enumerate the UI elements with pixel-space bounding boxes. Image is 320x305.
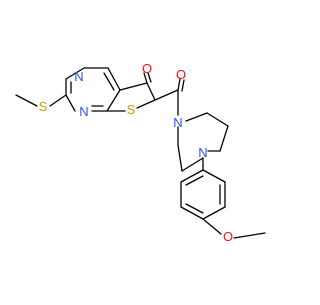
bond [219,125,229,152]
oxygen-label: O [142,61,152,76]
bond [143,72,148,84]
nitrogen-label: N [74,69,83,84]
bond [15,94,38,107]
bond [185,203,204,214]
bond [154,89,179,101]
sulfur-label: S [39,99,48,114]
bond [185,112,208,122]
bond [180,169,204,183]
bond [107,67,121,91]
bond [49,94,67,107]
bond [233,232,266,239]
oxygen-label: O [176,67,186,82]
bond [65,67,85,80]
bond [202,169,226,183]
bond [181,79,185,92]
bond [177,144,183,172]
bond [202,218,222,235]
bonds [15,67,266,239]
bond [206,112,229,127]
bond [180,206,204,220]
oxygen-label: O [223,229,233,244]
bond [177,78,181,91]
nitrogen-label: N [198,145,207,160]
bond [136,99,156,109]
nitrogen-label: N [79,104,88,119]
bond [146,82,156,101]
atom-labels: O O O N N N N S S [39,61,233,244]
bond [202,206,226,220]
nitrogen-label: N [173,115,182,130]
molecule-structure: O O O N N N N S S [15,61,266,244]
bond [185,175,204,186]
bond [147,72,152,83]
bond [119,82,148,91]
sulfur-label: S [127,102,136,117]
structure-canvas: O O O N N N N S S [15,61,266,244]
bond [181,157,204,172]
bond [65,94,76,112]
bond [106,89,121,112]
bond [103,72,115,91]
